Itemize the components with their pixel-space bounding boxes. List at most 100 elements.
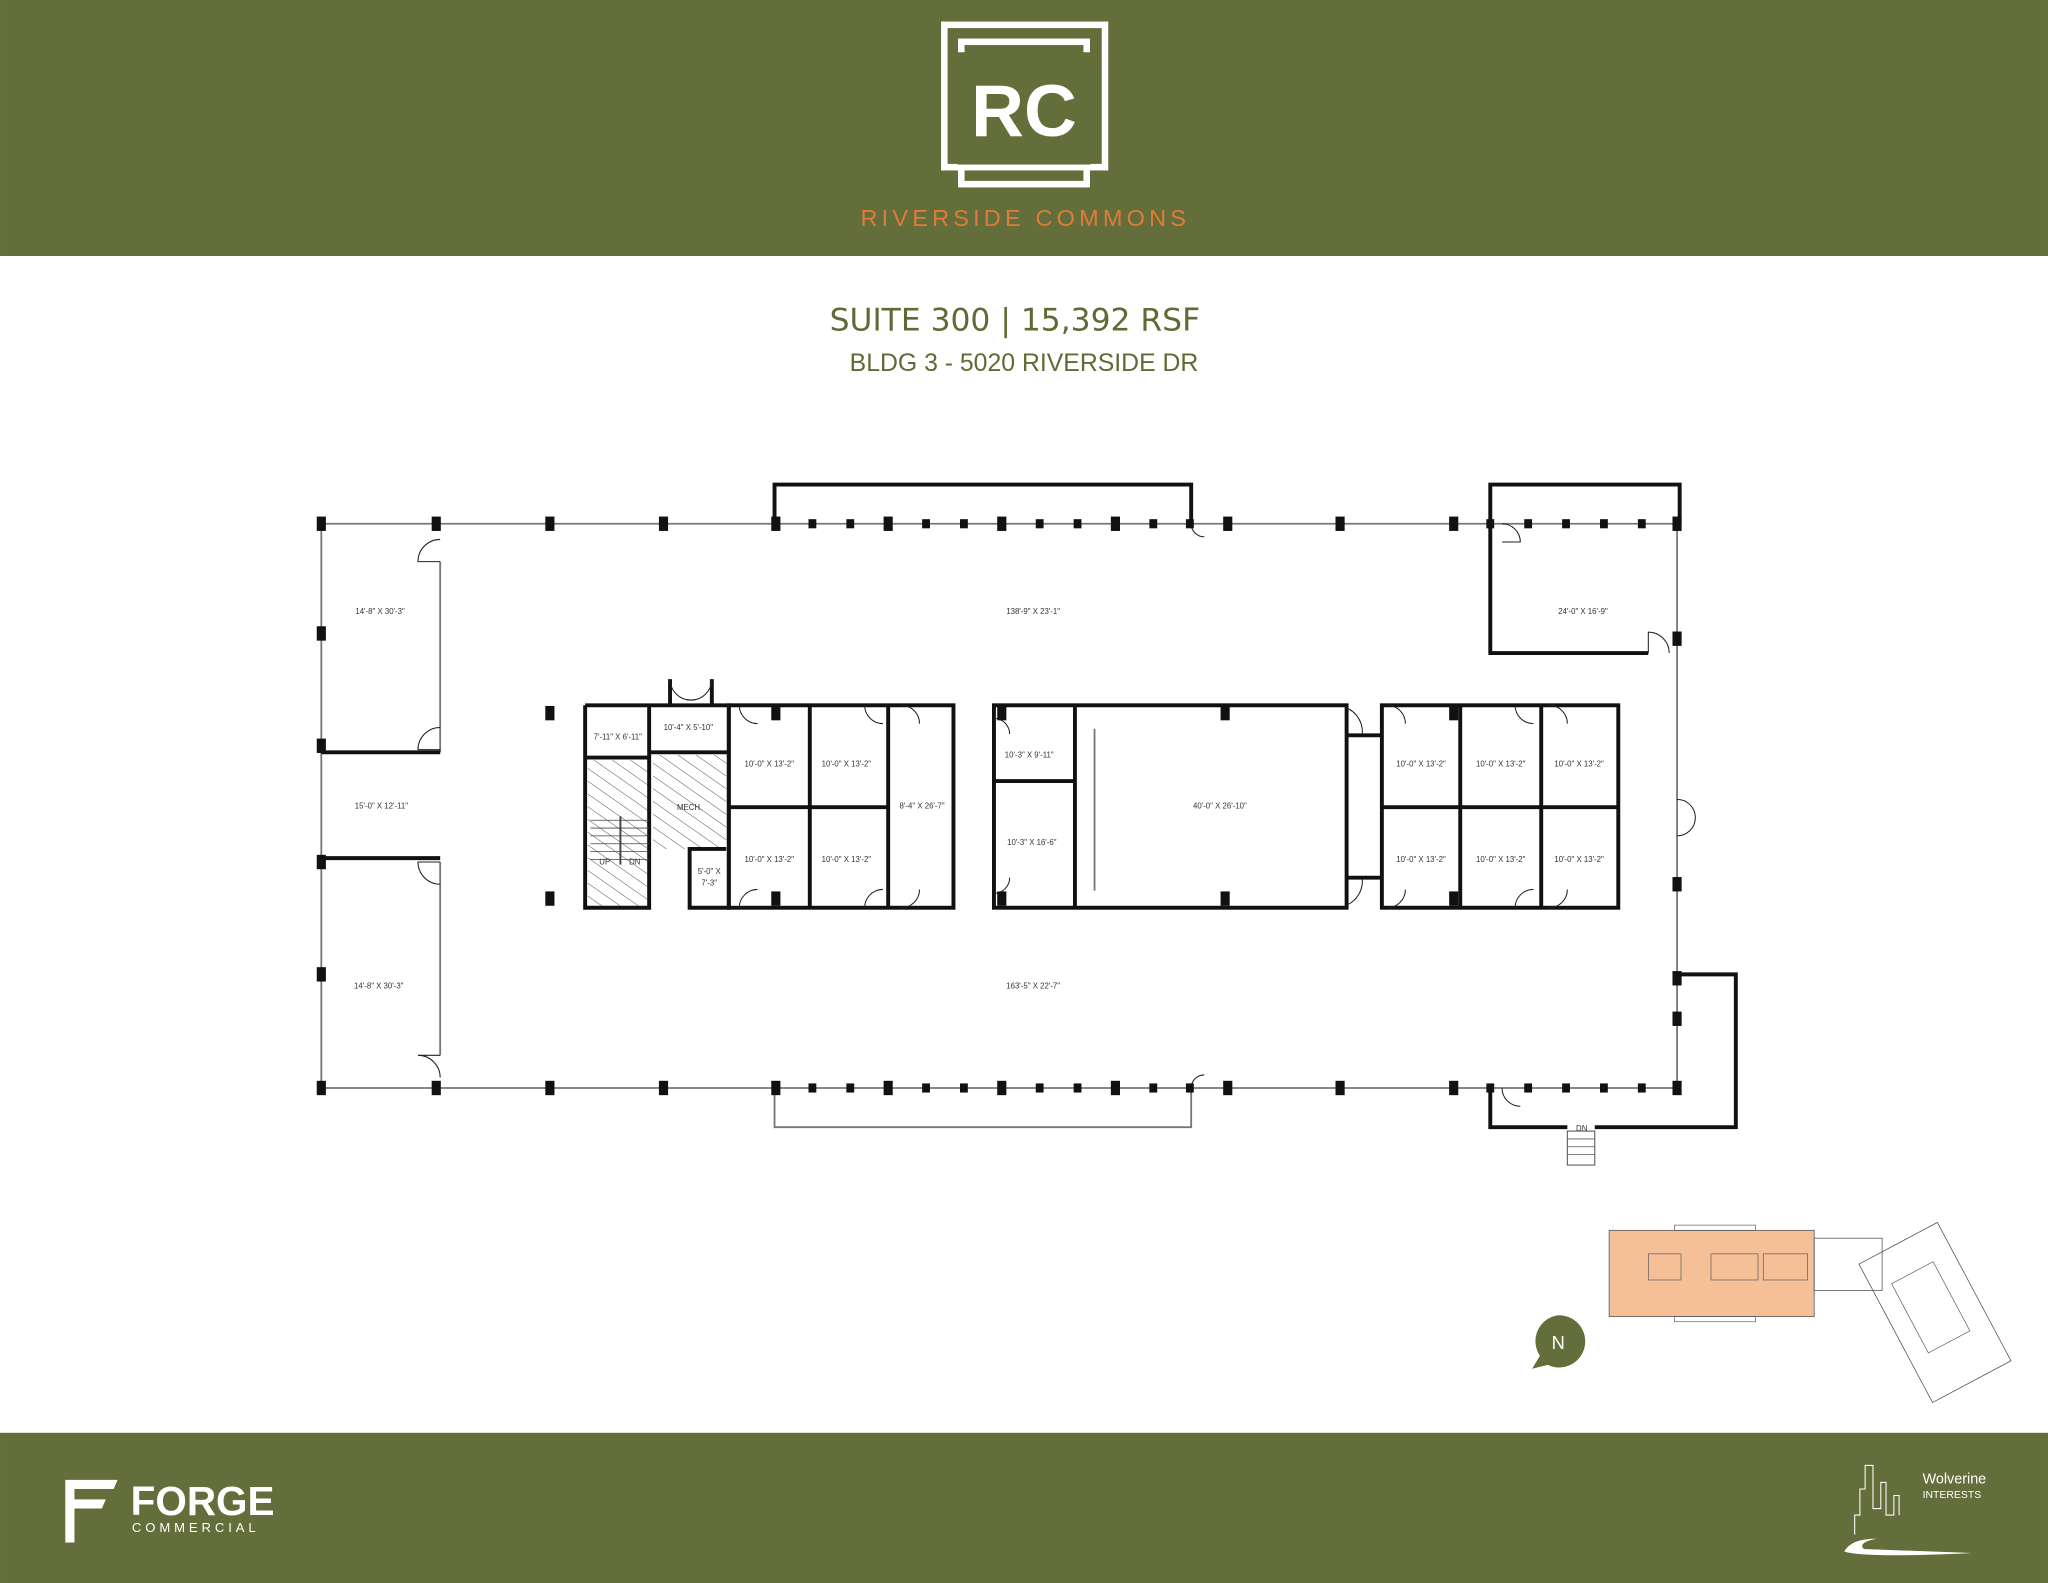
office-label: 10'-0" X 13'-2" <box>745 760 795 769</box>
column <box>1486 1083 1495 1093</box>
mech-label: MECH. <box>677 803 702 812</box>
column <box>771 516 781 531</box>
column <box>997 1080 1007 1096</box>
column <box>1149 519 1158 529</box>
suite-title: SUITE 300 | 15,392 RSF <box>830 302 1200 338</box>
column <box>316 967 326 982</box>
column <box>1110 1080 1120 1096</box>
office-label: 10'-0" X 13'-2" <box>1476 760 1526 769</box>
column <box>1449 891 1459 906</box>
column <box>1185 1083 1194 1093</box>
column <box>1110 516 1120 531</box>
column <box>960 519 968 529</box>
column <box>997 891 1007 906</box>
key-plan: N <box>1532 1221 2012 1404</box>
column <box>883 1080 893 1096</box>
column <box>1524 519 1533 529</box>
column <box>1335 516 1345 531</box>
room-label: 10'-3" X 9'-11" <box>1005 751 1054 760</box>
column <box>846 519 855 529</box>
column <box>1637 519 1646 529</box>
office-label: 10'-0" X 13'-2" <box>822 760 872 769</box>
column <box>1562 1083 1570 1093</box>
room-label: 10'-3" X 16'-6" <box>1007 838 1057 847</box>
column <box>997 705 1007 721</box>
office-label: 10'-0" X 13'-2" <box>745 855 795 864</box>
column <box>1672 1080 1682 1096</box>
north-indicator <box>1532 1315 1586 1369</box>
room-label: 7'-11" X 6'-11" <box>594 732 643 741</box>
column <box>1637 1083 1646 1093</box>
column <box>922 519 930 529</box>
forge-sub: COMMERCIAL <box>132 1520 260 1535</box>
column <box>808 519 817 529</box>
room-label: 14'-8" X 30'-3" <box>355 607 405 616</box>
header-banner: RC RIVERSIDE COMMONS <box>0 0 2048 256</box>
room-label: 14'-8" X 30'-3" <box>354 982 404 991</box>
stair <box>590 816 650 865</box>
forge-commercial-logo: FORGE COMMERCIAL <box>65 1478 275 1543</box>
column <box>808 1083 817 1093</box>
wolverine-name: Wolverine <box>1923 1472 1987 1488</box>
column <box>1035 1083 1044 1093</box>
room-label: 10'-4" X 5'-10" <box>664 723 714 732</box>
room-label: 7'-3" <box>701 879 717 888</box>
open-area-label: 138'-9" X 23'-1" <box>1006 607 1060 616</box>
forge-name: FORGE <box>131 1478 275 1524</box>
column <box>658 1080 669 1096</box>
column <box>1524 1083 1533 1093</box>
column <box>1672 877 1682 892</box>
column <box>545 1080 555 1096</box>
room-label: 8'-4" X 26'-7" <box>900 801 945 810</box>
column <box>1562 519 1570 529</box>
column <box>1449 1080 1459 1096</box>
column <box>1073 1083 1082 1093</box>
column <box>1599 1083 1608 1093</box>
column <box>1486 519 1495 529</box>
column <box>1220 705 1230 721</box>
column <box>883 516 893 531</box>
column <box>1149 1083 1158 1093</box>
column <box>431 516 441 531</box>
column <box>658 516 669 531</box>
column <box>1185 519 1194 529</box>
column <box>545 705 555 721</box>
column <box>316 738 326 753</box>
room-label: 5'-0" X <box>698 867 722 876</box>
building-address: BLDG 3 - 5020 RIVERSIDE DR <box>850 350 1199 377</box>
office-label: 10'-0" X 13'-2" <box>1554 760 1604 769</box>
column <box>1449 705 1459 721</box>
column <box>1223 516 1233 531</box>
room-label: 15'-0" X 12'-11" <box>355 801 408 810</box>
column <box>1223 1080 1233 1096</box>
column <box>1599 519 1608 529</box>
column <box>1073 519 1082 529</box>
office-label: 10'-0" X 13'-2" <box>822 855 872 864</box>
column <box>1672 1011 1682 1026</box>
column <box>846 1083 855 1093</box>
column <box>997 516 1007 531</box>
property-name: RIVERSIDE COMMONS <box>861 205 1191 231</box>
room-label: 24'-0" X 16'-9" <box>1558 607 1608 616</box>
stair-up-label: UP <box>599 858 610 867</box>
office-label: 10'-0" X 13'-2" <box>1396 855 1446 864</box>
column <box>1220 891 1230 906</box>
wolverine-sub: INTERESTS <box>1923 1490 1982 1501</box>
north-label: N <box>1552 1332 1565 1353</box>
rc-logo: RC <box>941 21 1109 188</box>
column <box>316 854 326 870</box>
column <box>1449 516 1459 531</box>
floor-plan: DN UP DN <box>316 482 1738 1166</box>
office-label: 10'-0" X 13'-2" <box>1396 760 1446 769</box>
column <box>771 705 781 721</box>
wolverine-interests-logo: Wolverine INTERESTS <box>1844 1464 1987 1556</box>
column <box>431 1080 441 1096</box>
exterior-stair: DN <box>1566 1124 1596 1166</box>
exterior-stair-label: DN <box>1576 1124 1588 1133</box>
stair-down-label: DN <box>629 858 641 867</box>
column <box>1035 519 1044 529</box>
open-area-label: 163'-5" X 22'-7" <box>1006 982 1060 991</box>
column <box>1672 971 1682 986</box>
column <box>1672 631 1682 646</box>
column <box>316 1080 326 1096</box>
